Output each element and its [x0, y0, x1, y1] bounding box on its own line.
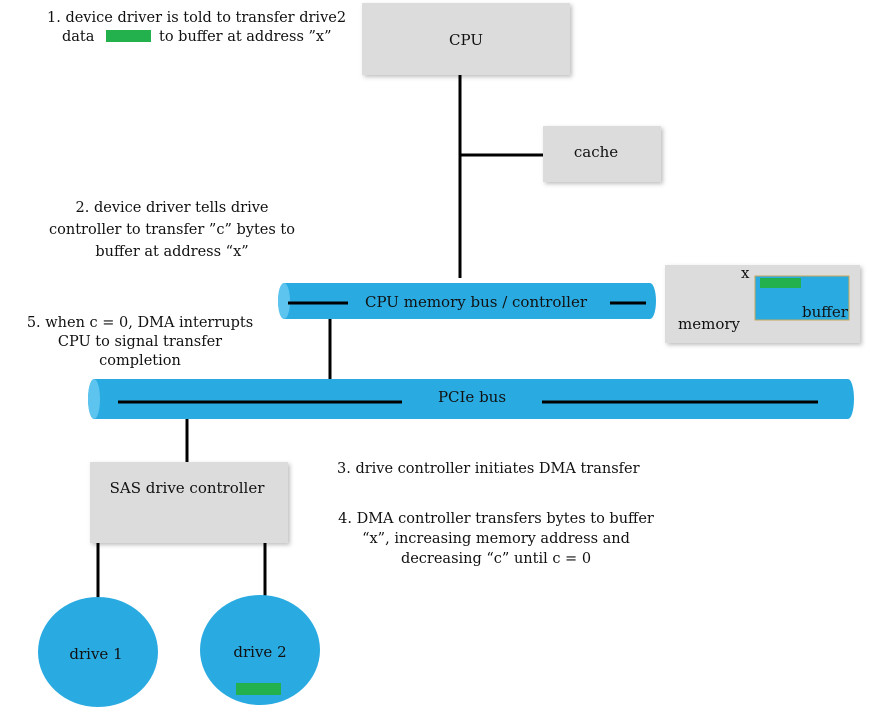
- step-2-line-1: 2. device driver tells drive: [76, 200, 269, 216]
- step-1-note: 1. device driver is told to transfer dri…: [47, 10, 346, 45]
- cache-label: cache: [574, 143, 618, 161]
- step-1-line-2b: to buffer at address ”x”: [159, 29, 332, 45]
- step-2-note: 2. device driver tells drive controller …: [49, 200, 295, 260]
- sas-drive-controller-box: SAS drive controller: [90, 462, 288, 543]
- sas-drive-controller-label: SAS drive controller: [110, 479, 266, 497]
- buffer-label: buffer: [802, 303, 849, 321]
- step-5-line-3: completion: [99, 353, 181, 369]
- buffer-address-label: x: [741, 264, 750, 282]
- step-5-note: 5. when c = 0, DMA interrupts CPU to sig…: [27, 315, 253, 369]
- step-5-line-1: 5. when c = 0, DMA interrupts: [27, 315, 253, 331]
- step-1-line-1: 1. device driver is told to transfer dri…: [47, 10, 346, 26]
- pcie-bus: PCIe bus: [88, 379, 854, 419]
- step-3-line-1: 3. drive controller initiates DMA transf…: [337, 461, 640, 477]
- drive-1: drive 1: [38, 597, 158, 707]
- cpu-label: CPU: [449, 31, 483, 49]
- step-4-note: 4. DMA controller transfers bytes to buf…: [338, 511, 654, 567]
- drive-2-label: drive 2: [233, 643, 286, 661]
- memory-label: memory: [678, 315, 741, 333]
- step-2-line-3: buffer at address “x”: [95, 244, 248, 260]
- step-2-line-2: controller to transfer ”c” bytes to: [49, 222, 295, 238]
- buffer: buffer: [754, 275, 850, 321]
- buffer-data-block: [760, 278, 801, 288]
- memory-box: memory x buffer: [665, 264, 860, 343]
- step-4-line-2: “x”, increasing memory address and: [362, 531, 630, 547]
- step-4-line-3: decreasing “c” until c = 0: [401, 551, 591, 567]
- cache-box: cache: [543, 126, 661, 182]
- cpu-box: CPU: [362, 3, 570, 75]
- step-4-line-1: 4. DMA controller transfers bytes to buf…: [338, 511, 654, 527]
- drive-2-data-block: [236, 683, 281, 695]
- cpu-memory-bus-label: CPU memory bus / controller: [365, 293, 588, 311]
- step-1-line-2a: data: [62, 29, 95, 45]
- step-5-line-2: CPU to signal transfer: [58, 334, 222, 350]
- drive-1-label: drive 1: [69, 645, 122, 663]
- pcie-bus-label: PCIe bus: [438, 388, 506, 406]
- cpu-memory-bus: CPU memory bus / controller: [278, 283, 656, 319]
- drive-2: drive 2: [200, 595, 320, 705]
- step-3-note: 3. drive controller initiates DMA transf…: [337, 461, 640, 477]
- step-1-data-block: [106, 30, 151, 42]
